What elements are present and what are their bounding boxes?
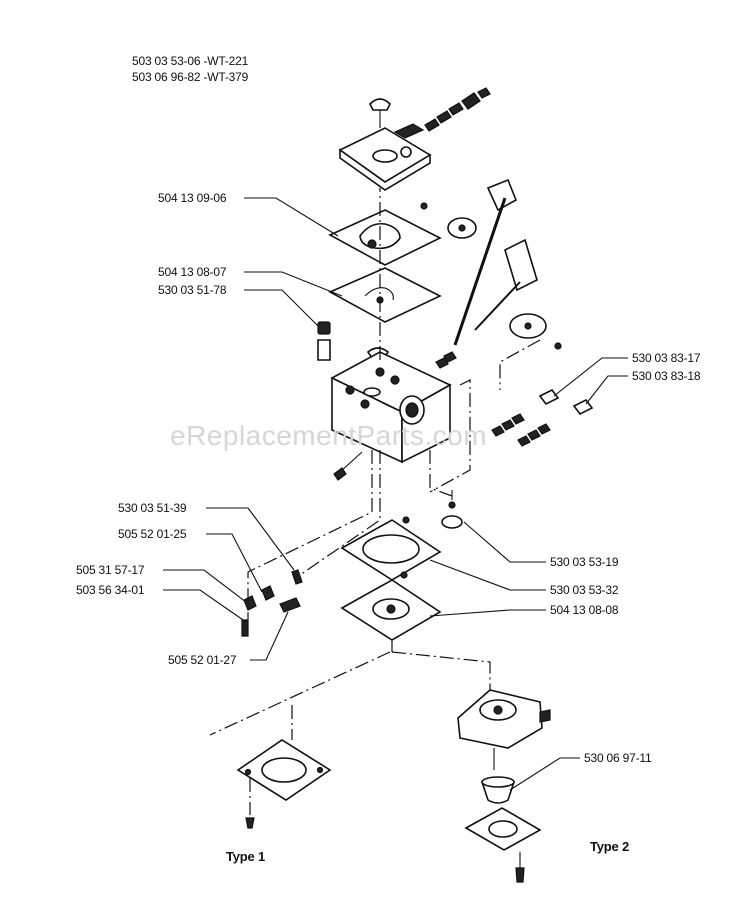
high-speed-needle-part: [491, 388, 560, 437]
part-label: 530 03 83-17: [632, 351, 701, 365]
choke-plate-part: [474, 281, 562, 350]
body-screw-part: [333, 451, 363, 481]
watermark-text: eReplacementParts.com: [170, 420, 488, 451]
type-1-label: Type 1: [226, 849, 266, 864]
part-label: 530 03 51-39: [118, 501, 187, 515]
part-label: 503 56 34-01: [76, 583, 145, 597]
part-label: 505 52 01-25: [118, 527, 187, 541]
low-speed-needle-part: [517, 398, 594, 447]
type-2-label: Type 2: [590, 839, 630, 854]
gasket-part: [328, 209, 442, 266]
part-label: 530 03 53-32: [550, 583, 619, 597]
part-label: 504 13 08-07: [158, 265, 227, 279]
type2-base-part: [464, 807, 542, 883]
pump-cover-part: [338, 123, 432, 191]
metering-gasket-part: [340, 516, 442, 581]
seal-ring-part: [441, 490, 463, 529]
pump-diaphragm-part: [328, 267, 442, 323]
type1-cover-part: [236, 739, 332, 829]
part-label: 530 06 97-11: [584, 751, 652, 765]
part-label: 505 52 01-27: [168, 653, 237, 667]
header-line-1: 503 03 53-06 -WT-221: [132, 54, 249, 68]
assembly-lines: [209, 188, 541, 815]
metering-diaphragm-part: [340, 571, 442, 641]
type2-valve-cup-part: [481, 776, 515, 804]
part-label: 530 03 51-78: [158, 283, 227, 297]
leader-lines: [163, 197, 628, 791]
carburetor-body-part: [330, 351, 452, 464]
part-label: 530 03 83-18: [632, 369, 701, 383]
top-needle-spring-part: [424, 87, 491, 132]
needle-valve-part: [317, 321, 331, 361]
body-spring-part: [435, 351, 457, 369]
part-label: 530 03 53-19: [550, 555, 619, 569]
part-label: 504 13 09-06: [158, 191, 227, 205]
type2-pump-cover-part: [457, 689, 551, 770]
cover-screw-part: [369, 98, 391, 128]
header-line-2: 503 06 96-82 -WT-379: [132, 70, 249, 84]
part-label: 504 13 08-08: [550, 603, 619, 617]
throttle-shaft-part: [420, 178, 538, 346]
lever-small-parts: [241, 569, 303, 637]
part-label: 505 31 57-17: [76, 563, 145, 577]
